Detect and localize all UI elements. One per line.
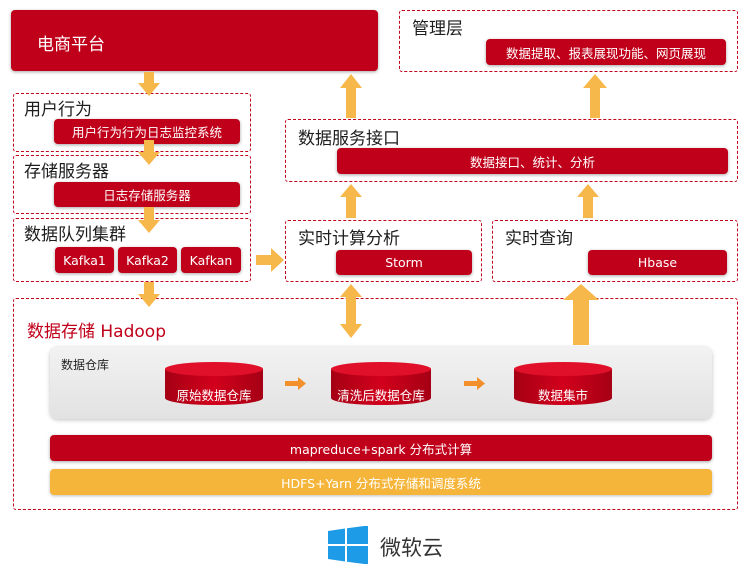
- queue-cluster-section: 数据队列集群 Kafka1 Kafka2 Kafkan: [13, 218, 251, 282]
- raw-data-warehouse-label: 原始数据仓库: [176, 388, 252, 403]
- data-warehouse-label: 数据仓库: [61, 358, 110, 372]
- hadoop-title: 数据存储 Hadoop: [27, 322, 166, 342]
- realtime-compute-section: 实时计算分析 Storm: [285, 220, 482, 282]
- cleaned-data-warehouse-label: 清洗后数据仓库: [337, 388, 425, 403]
- arrow-bidirectional-icon: [340, 284, 362, 338]
- storm-engine: Storm: [336, 250, 472, 275]
- hbase-store: Hbase: [588, 250, 727, 275]
- windows-logo-icon: [328, 526, 368, 564]
- user-behavior-section: 用户行为 用户行为行为日志监控系统: [13, 93, 251, 152]
- realtime-compute-title: 实时计算分析: [298, 229, 400, 249]
- queue-cluster-title: 数据队列集群: [24, 225, 126, 245]
- kafka-node-1: Kafka1: [55, 247, 114, 273]
- data-mart-label: 数据集市: [537, 388, 588, 403]
- data-service-section: 数据服务接口 数据接口、统计、分析: [285, 119, 738, 182]
- arrow-up-icon: [577, 184, 599, 218]
- arrow-right-icon: [256, 248, 284, 272]
- arrow-down-icon: [138, 282, 160, 307]
- footer-brand-label: 微软云: [380, 536, 443, 560]
- arrow-down-icon: [138, 207, 160, 233]
- arrow-up-icon: [340, 74, 362, 118]
- realtime-query-title: 实时查询: [505, 229, 573, 249]
- management-section: 管理层 数据提取、报表展现功能、网页展现: [399, 10, 738, 72]
- management-title: 管理层: [412, 19, 463, 39]
- arrow-right-icon: [285, 377, 306, 390]
- mapreduce-spark-bar: mapreduce+spark 分布式计算: [50, 435, 712, 461]
- storage-server-title: 存储服务器: [24, 162, 109, 182]
- data-mart-cylinder: [514, 362, 612, 405]
- kafka-node-n: Kafkan: [181, 247, 241, 273]
- storage-server-section: 存储服务器 日志存储服务器: [13, 155, 251, 214]
- data-service-title: 数据服务接口: [298, 129, 400, 149]
- arrow-up-icon: [583, 74, 607, 118]
- user-behavior-log-system: 用户行为行为日志监控系统: [54, 119, 240, 144]
- arrow-up-icon: [563, 284, 599, 345]
- hdfs-yarn-bar: HDFS+Yarn 分布式存储和调度系统: [50, 469, 712, 495]
- cleaned-data-warehouse-cylinder: [331, 362, 431, 405]
- ecommerce-platform-label: 电商平台: [37, 35, 105, 55]
- arrow-down-icon: [138, 72, 160, 96]
- management-functions: 数据提取、报表展现功能、网页展现: [486, 39, 726, 65]
- data-interface-stats-analysis: 数据接口、统计、分析: [337, 148, 728, 174]
- ecommerce-platform-bar: 电商平台: [11, 10, 378, 71]
- arrow-right-icon: [464, 377, 485, 390]
- log-storage-server: 日志存储服务器: [54, 182, 240, 207]
- realtime-query-section: 实时查询 Hbase: [492, 220, 738, 282]
- arrow-up-icon: [340, 184, 362, 218]
- arrow-down-icon: [138, 140, 160, 165]
- user-behavior-title: 用户行为: [24, 100, 92, 120]
- kafka-node-2: Kafka2: [118, 247, 177, 273]
- raw-data-warehouse-cylinder: [165, 362, 263, 405]
